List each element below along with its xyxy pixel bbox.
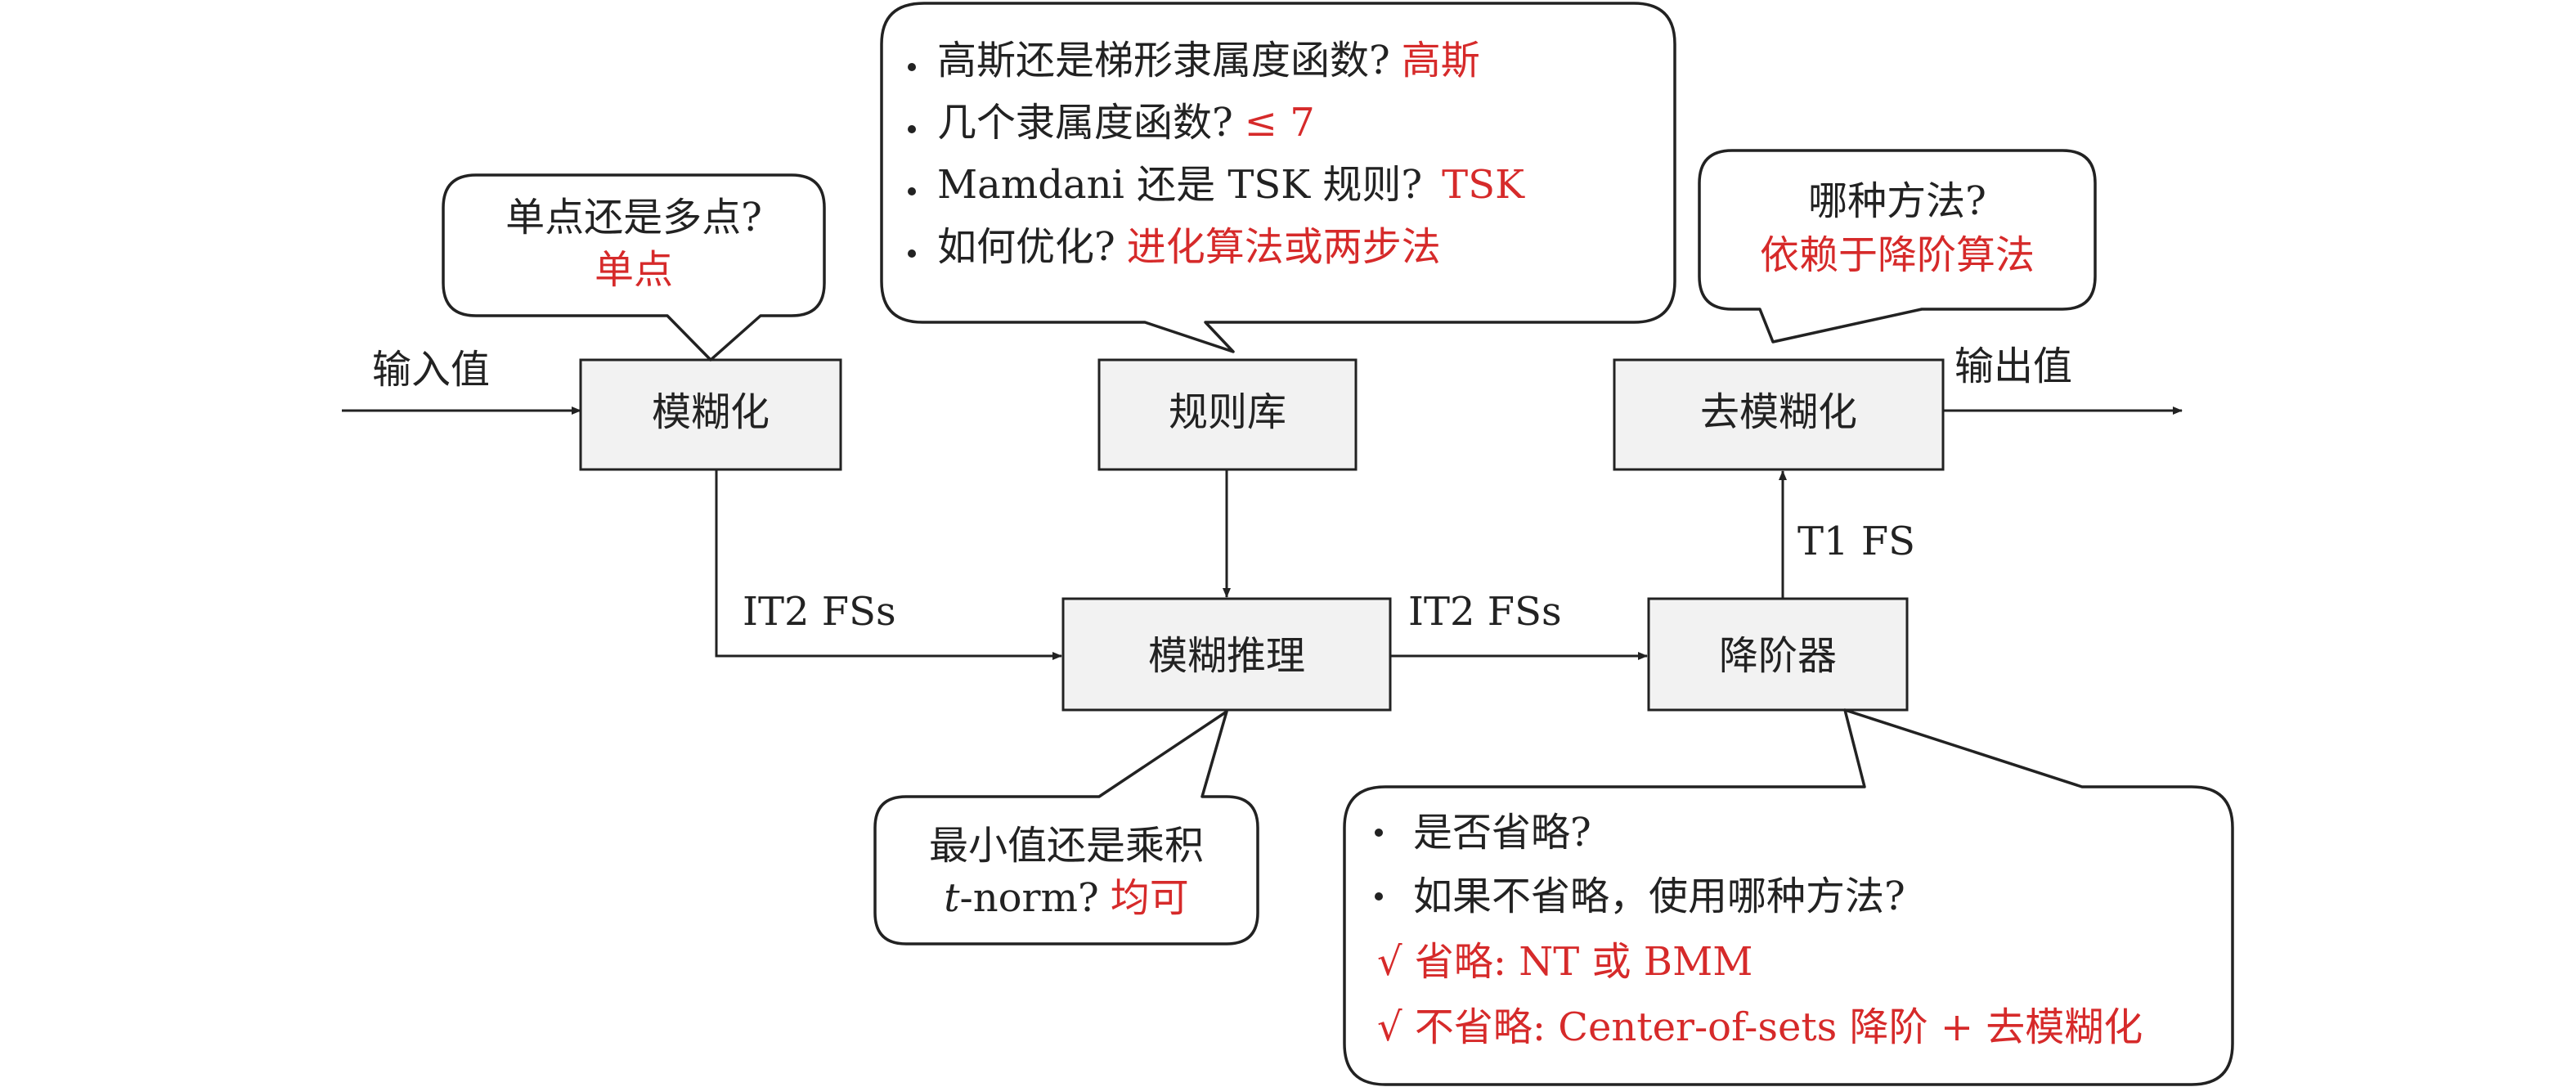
- connectors: [342, 407, 2183, 660]
- type-reducer-item-1: 是否省略?: [1413, 810, 1591, 856]
- inference-callout-line1: 最小值还是乘积: [929, 823, 1204, 869]
- type-reducer-answer-2: √ 不省略: Center-of-sets 降阶 + 去模糊化: [1377, 1004, 2143, 1050]
- edge-label-inference-reducer: IT2 FSs: [1408, 589, 1562, 635]
- rule-base-q1: 高斯还是梯形隶属度函数?: [937, 38, 1390, 83]
- fuzzifier-callout-question: 单点还是多点?: [505, 195, 762, 240]
- type-reducer-answer-1: √ 省略: NT 或 BMM: [1377, 939, 1752, 985]
- rule-base-callout-bubble: [880, 2, 1676, 353]
- fuzzifier-callout: 单点还是多点? 单点: [442, 173, 826, 362]
- type-reducer-box: [1647, 597, 1909, 712]
- rule-base-item-4: 如何优化? 进化算法或两步法: [937, 224, 1441, 270]
- rule-base-box: [1097, 358, 1358, 471]
- inference-callout-bubble: [873, 710, 1259, 946]
- defuzzifier-block: 去模糊化: [1613, 358, 1945, 471]
- inference-callout-tnorm-t: t: [944, 875, 960, 921]
- type-reducer-callout-bubble: [1343, 708, 2234, 1086]
- defuzzifier-label: 去模糊化: [1700, 389, 1857, 435]
- defuzzifier-callout-bubble: [1698, 149, 2097, 344]
- rule-base-a2: ≤ 7: [1245, 100, 1315, 146]
- defuzzifier-box: [1613, 358, 1945, 471]
- rule-base-item-3: Mamdani 还是 TSK 规则? TSK: [937, 162, 1525, 208]
- output-label: 输出值: [1954, 344, 2072, 389]
- inference-callout-answer: 均可: [1111, 875, 1189, 921]
- defuzzifier-callout-answer: 依赖于降阶算法: [1760, 232, 2035, 278]
- defuzzifier-callout-question: 哪种方法?: [1808, 178, 1986, 224]
- defuzzifier-callout: 哪种方法? 依赖于降阶算法: [1698, 149, 2097, 344]
- rule-base-callout: 高斯还是梯形隶属度函数? 高斯 几个隶属度函数? ≤ 7 Mamdani 还是 TS…: [880, 2, 1676, 353]
- edge-label-reducer-defuzzifier: T1 FS: [1797, 519, 1915, 564]
- inference-block: 模糊推理: [1061, 597, 1392, 712]
- fuzzifier-label: 模糊化: [652, 389, 770, 435]
- type-reducer-bullet-2: [1375, 892, 1383, 901]
- rule-base-q4: 如何优化?: [937, 224, 1115, 270]
- fuzzifier-box: [579, 358, 842, 471]
- rule-base-item-1: 高斯还是梯形隶属度函数? 高斯: [937, 38, 1480, 83]
- fuzzifier-callout-bubble: [442, 173, 826, 362]
- rule-base-a4: 进化算法或两步法: [1127, 224, 1441, 270]
- rule-base-block: 规则库: [1097, 358, 1358, 471]
- rule-base-label: 规则库: [1169, 389, 1286, 435]
- rule-base-a3: TSK: [1442, 162, 1525, 208]
- rule-base-bullet-1: [908, 63, 916, 71]
- inference-callout: 最小值还是乘积 t-norm? 均可: [873, 710, 1259, 946]
- rule-base-bullet-4: [908, 249, 916, 258]
- inference-callout-line2: t-norm? 均可: [944, 875, 1189, 921]
- edge-label-fuzzifier-inference: IT2 FSs: [743, 589, 896, 635]
- type-reducer-bullet-1: [1375, 829, 1383, 837]
- rule-base-bullet-2: [908, 125, 916, 133]
- inference-box: [1061, 597, 1392, 712]
- type-reducer-block: 降阶器: [1647, 597, 1909, 712]
- rule-base-a1: 高斯: [1402, 38, 1480, 83]
- inference-label: 模糊推理: [1148, 633, 1305, 679]
- rule-base-item-2: 几个隶属度函数? ≤ 7: [937, 100, 1315, 146]
- rule-base-bullet-3: [908, 187, 916, 195]
- fuzzifier-callout-answer: 单点: [595, 247, 673, 293]
- rule-base-q3: Mamdani 还是 TSK 规则?: [937, 162, 1422, 208]
- rule-base-q2: 几个隶属度函数?: [937, 100, 1233, 146]
- type-reducer-label: 降阶器: [1719, 633, 1837, 679]
- type-reducer-callout: 是否省略? 如果不省略，使用哪种方法? √ 省略: NT 或 BMM √ 不省略…: [1343, 708, 2234, 1086]
- fuzzifier-to-inference-arrow: [715, 469, 1062, 660]
- input-label: 输入值: [372, 347, 490, 393]
- type-reducer-item-2: 如果不省略，使用哪种方法?: [1413, 874, 1905, 919]
- fuzzifier-block: 模糊化: [579, 358, 842, 471]
- inference-callout-tnorm-rest: -norm?: [960, 875, 1099, 921]
